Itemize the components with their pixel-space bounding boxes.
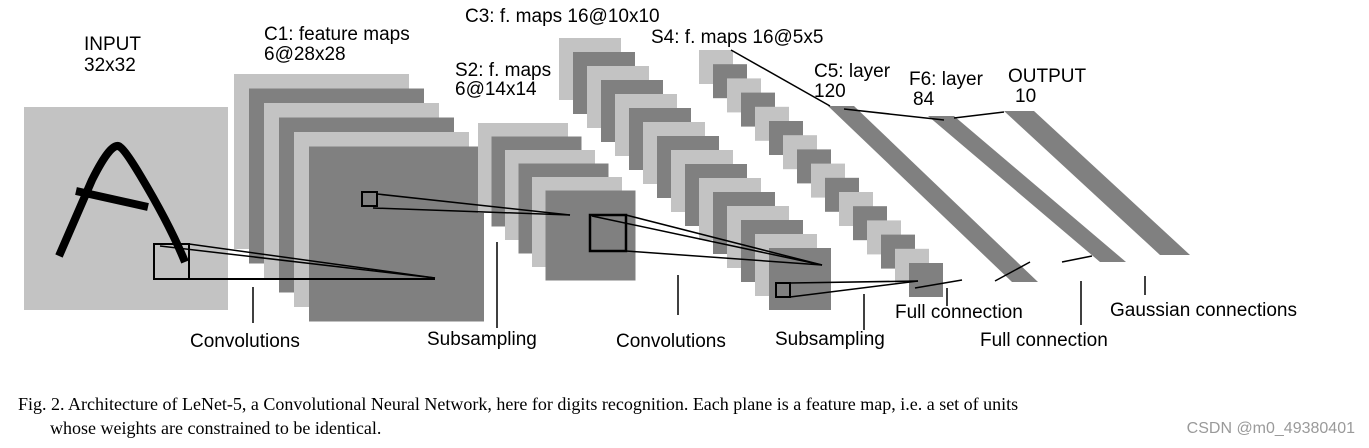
caption-line-2: whose weights are constrained to be iden… — [50, 418, 382, 438]
s2-to-c3-line-top — [625, 214, 823, 266]
operation-labels: Convolutions Subsampling Convolutions Su… — [190, 300, 1297, 352]
op-convolutions-1: Convolutions — [190, 331, 300, 352]
s2-to-c3-line-top2 — [591, 215, 823, 266]
input-to-c1-line-top2 — [159, 245, 436, 279]
s4-feature-maps — [699, 50, 943, 297]
input-layer — [24, 107, 228, 310]
s4-to-c5-line-bottom — [914, 279, 963, 289]
s2-title: S2: f. maps — [455, 60, 551, 81]
figure-caption: Fig. 2. Architecture of LeNet-5, a Convo… — [18, 392, 1348, 440]
c3-to-s4-line-top — [789, 280, 919, 284]
c5-to-f6-line-bottom — [994, 261, 1031, 282]
input-size: 32x32 — [84, 55, 136, 76]
s2-receptive-field — [588, 213, 628, 253]
s4-title: S4: f. maps 16@5x5 — [651, 27, 823, 48]
f6-size: 84 — [913, 89, 935, 110]
output-layer-band — [1004, 111, 1190, 255]
s4-plane-16 — [909, 263, 943, 297]
input-title: INPUT — [84, 34, 141, 55]
c1-feature-maps — [234, 74, 484, 322]
f6-to-output-line-bottom — [1061, 255, 1093, 263]
op-full-connection-2: Full connection — [980, 330, 1108, 351]
caption-line-1: Fig. 2. Architecture of LeNet-5, a Convo… — [18, 394, 1019, 414]
c3-title: C3: f. maps 16@10x10 — [465, 6, 660, 27]
layer-labels: INPUT 32x32 C1: feature maps 6@28x28 S2:… — [84, 6, 1087, 110]
c5-title: C5: layer — [814, 61, 891, 82]
c3-plane-16 — [769, 248, 831, 310]
connection-lines — [159, 49, 1093, 298]
op-subsampling-2: Subsampling — [775, 329, 885, 350]
c5-layer-band — [828, 106, 1038, 282]
c5-size: 120 — [814, 81, 846, 102]
input-plane — [24, 107, 228, 310]
s4-to-c5-line-top — [730, 49, 831, 107]
input-to-c1-line-top — [188, 243, 436, 279]
c1-to-s2-line-top — [376, 193, 571, 216]
c1-title: C1: feature maps — [264, 24, 410, 45]
c1-size: 6@28x28 — [264, 44, 346, 65]
output-size: 10 — [1015, 86, 1036, 107]
f6-to-output-line-top — [953, 111, 1005, 119]
c3-to-s4-line-bottom — [789, 280, 919, 298]
output-title: OUTPUT — [1008, 66, 1087, 87]
dense-layers — [828, 106, 1190, 282]
s2-to-c3-line-bottom — [625, 250, 823, 266]
c1-receptive-field — [361, 191, 378, 207]
op-full-connection-1: Full connection — [895, 302, 1023, 323]
op-gaussian-connections: Gaussian connections — [1110, 300, 1297, 321]
c1-plane-6 — [309, 146, 484, 322]
c1-to-s2-line-bottom — [372, 207, 571, 216]
operation-ticks — [252, 242, 1146, 330]
op-subsampling-1: Subsampling — [427, 329, 537, 350]
f6-title: F6: layer — [909, 69, 984, 90]
op-convolutions-2: Convolutions — [616, 331, 726, 352]
c3-receptive-field — [775, 282, 791, 298]
f6-layer-band — [928, 116, 1126, 262]
input-receptive-field — [153, 243, 190, 280]
s2-feature-maps — [478, 123, 636, 281]
c5-to-f6-line-top — [843, 108, 945, 121]
watermark: CSDN @m0_49380401 — [1186, 420, 1355, 437]
s2-size: 6@14x14 — [455, 79, 537, 100]
c3-feature-maps — [559, 38, 831, 310]
handwritten-a-glyph — [55, 142, 189, 264]
